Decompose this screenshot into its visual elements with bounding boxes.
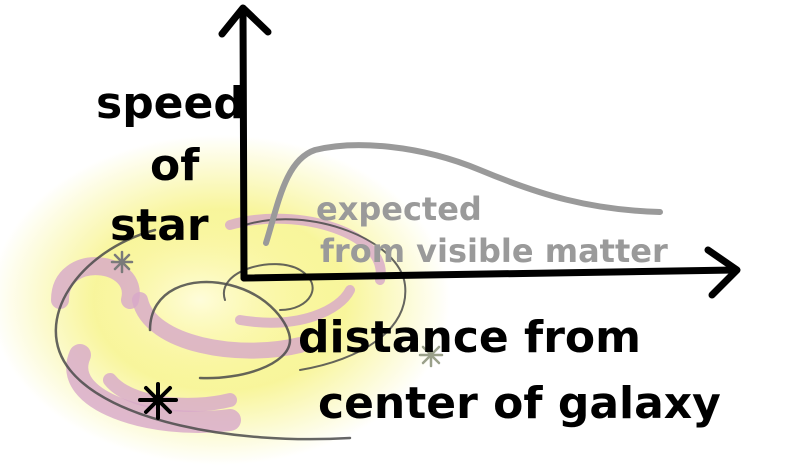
star-marker-small-right [418, 342, 444, 368]
x-axis-label: distance from center of galaxy [298, 312, 721, 429]
axes [218, 4, 741, 299]
y-axis-label-line-2: of [150, 140, 200, 191]
y-axis-label-line-1: speed [96, 78, 245, 129]
galaxy-spiral-arms [54, 218, 407, 441]
x-axis-line [240, 266, 739, 282]
x-axis-label-line-1: distance from [298, 312, 641, 363]
curve-annotation-line-2: from visible matter [320, 232, 668, 270]
x-axis-arrowhead [704, 246, 741, 299]
star-marker-small-left [110, 250, 134, 274]
y-axis-label: speed of star [96, 78, 245, 251]
y-axis-label-line-3: star [110, 200, 209, 251]
x-axis-label-line-2: center of galaxy [318, 378, 721, 429]
galaxy-pink-arms [51, 213, 386, 433]
expected-curve [263, 142, 663, 246]
curve-annotation: expected from visible matter [316, 190, 668, 270]
galaxy-illustration [0, 135, 450, 465]
curve-annotation-line-1: expected [316, 190, 482, 228]
star-marker-large [138, 382, 178, 420]
y-axis-line [239, 6, 248, 282]
y-axis-arrowhead [218, 4, 272, 38]
